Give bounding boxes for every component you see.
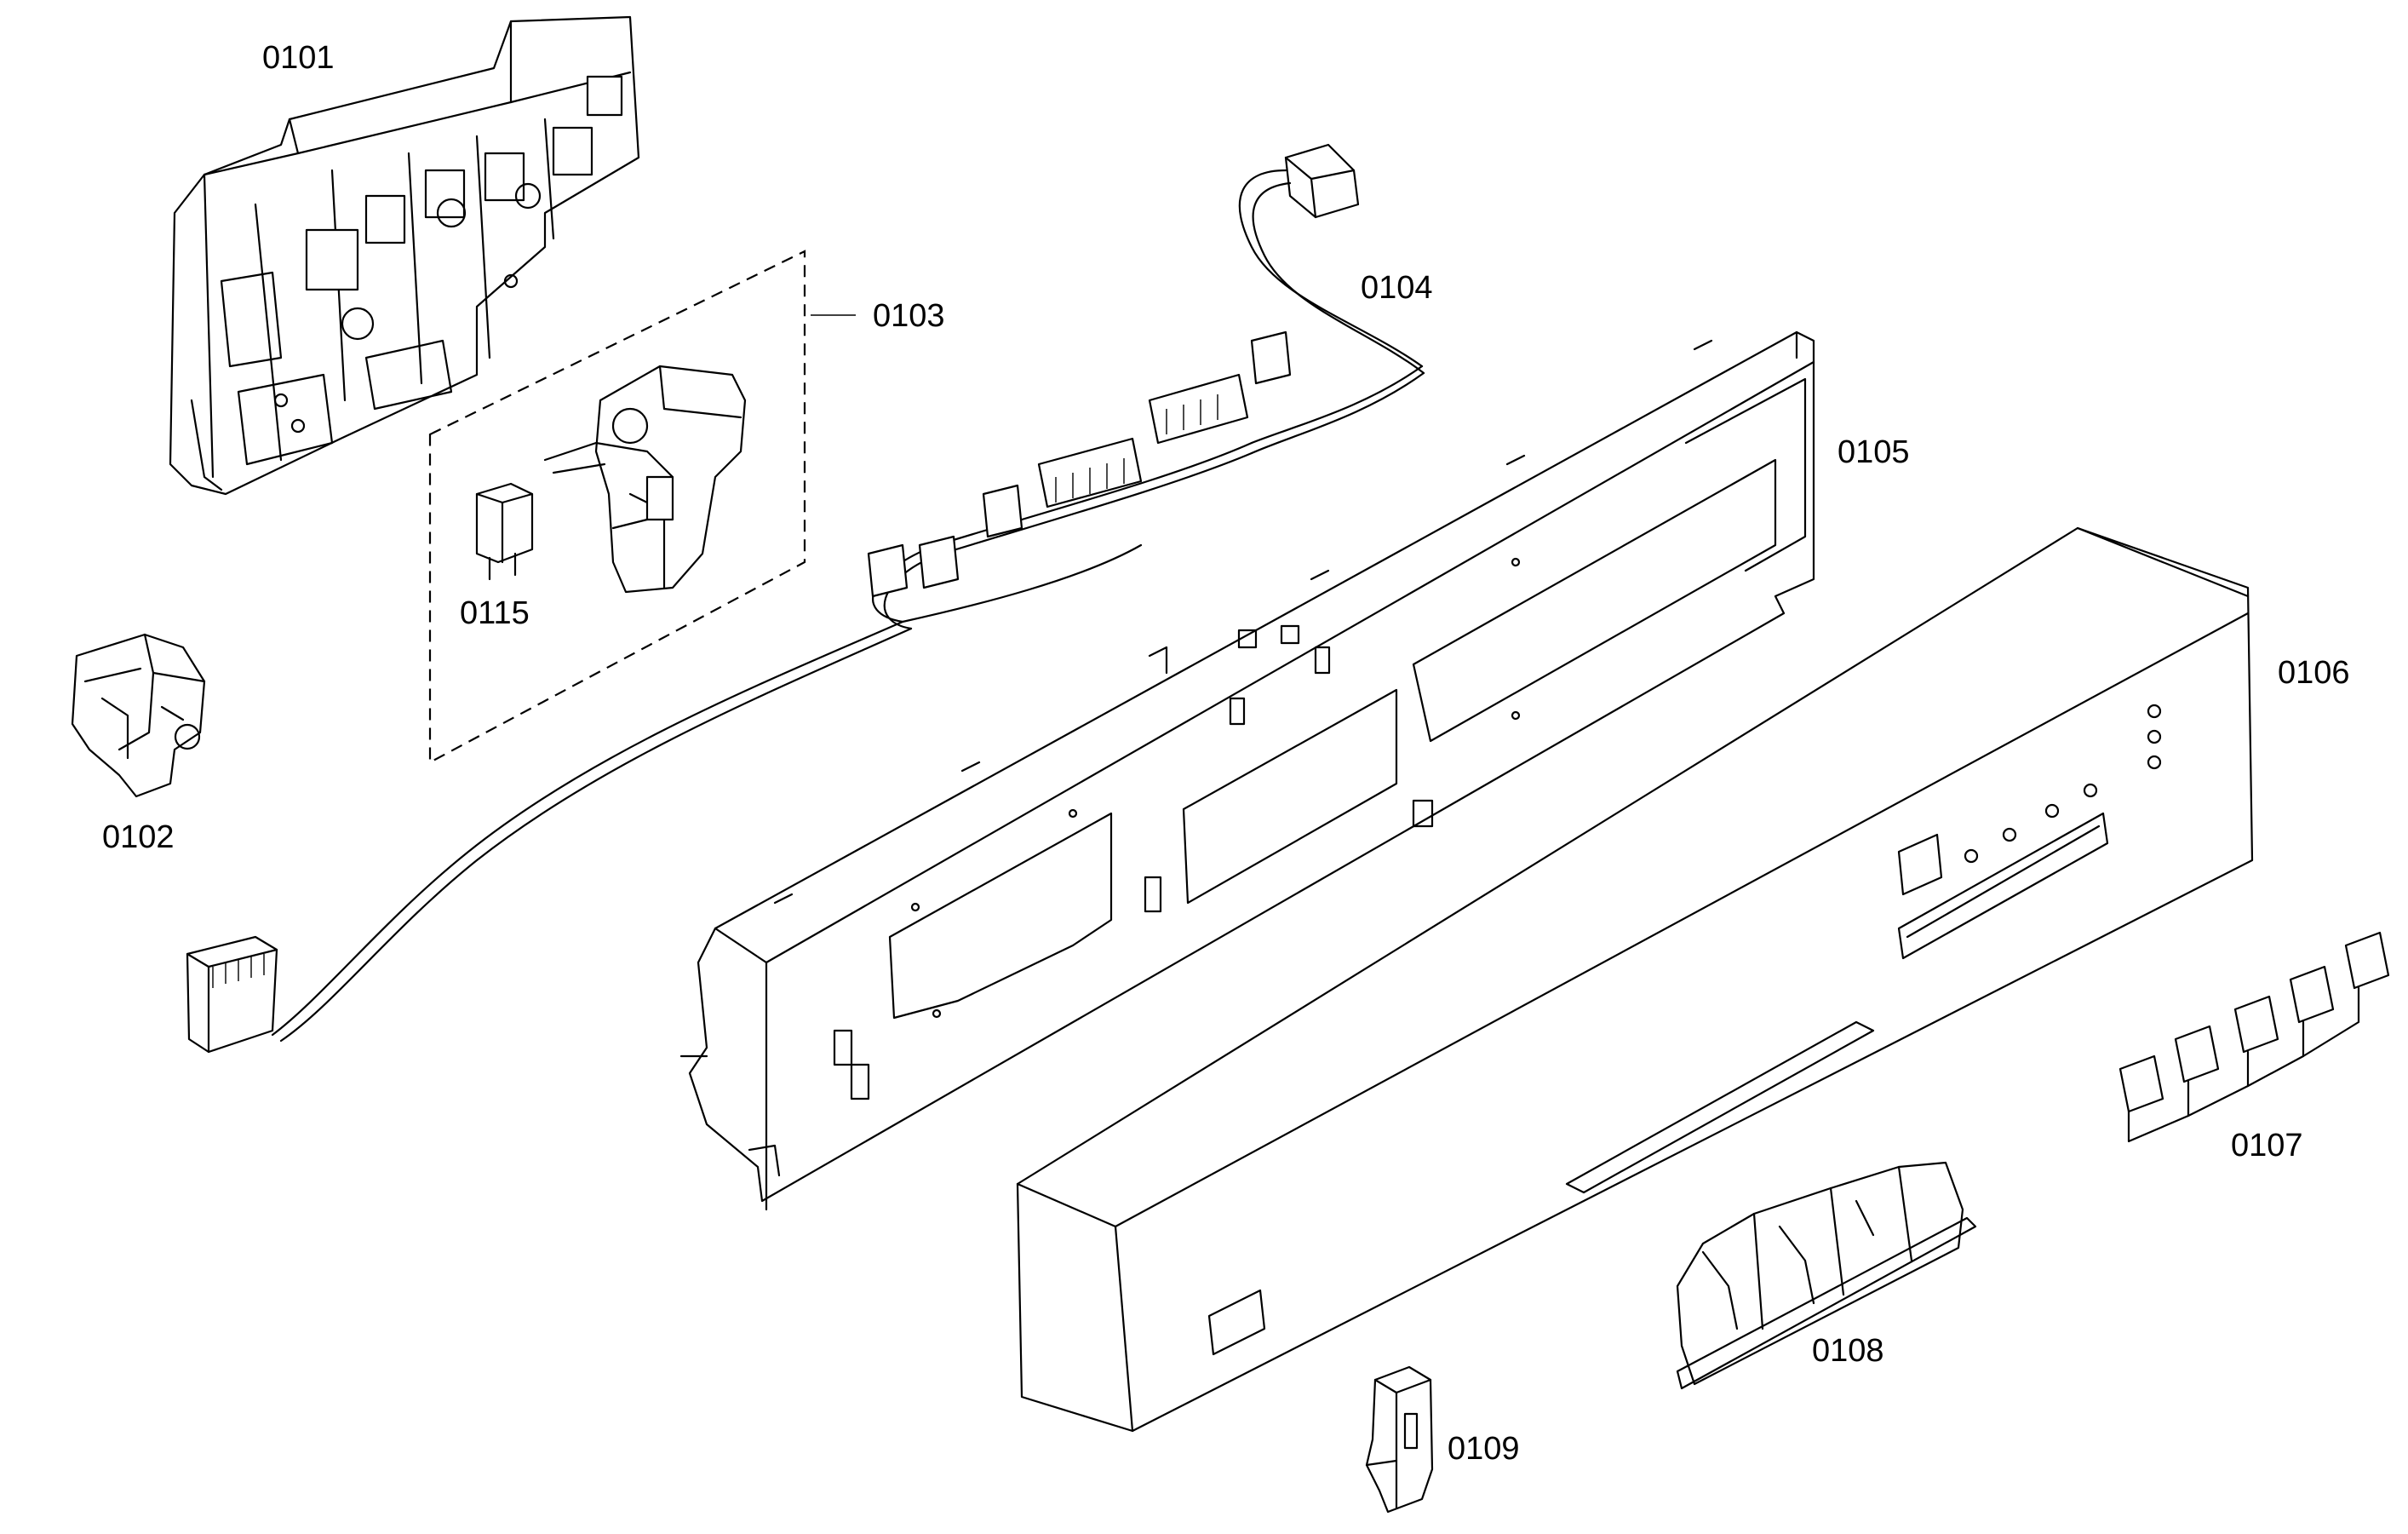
label-0107: 0107 bbox=[2231, 1128, 2303, 1163]
latch-bracket-part bbox=[1365, 1365, 1434, 1514]
label-0103: 0103 bbox=[873, 298, 945, 334]
label-0106: 0106 bbox=[2278, 655, 2350, 691]
label-0109: 0109 bbox=[1448, 1431, 1520, 1467]
control-module-part bbox=[169, 15, 640, 496]
interference-suppressor-part bbox=[475, 482, 534, 581]
label-0101: 0101 bbox=[262, 40, 335, 76]
switch-assembly-part bbox=[71, 633, 206, 798]
label-0115: 0115 bbox=[460, 595, 530, 631]
front-fascia-panel-part bbox=[1016, 526, 2254, 1433]
door-lock-mechanism bbox=[543, 365, 747, 594]
label-0104: 0104 bbox=[1361, 270, 1433, 306]
control-panel-frame-part bbox=[679, 330, 1815, 1211]
label-0105: 0105 bbox=[1838, 434, 1910, 470]
push-button-set-part bbox=[2118, 931, 2390, 1143]
label-0108: 0108 bbox=[1812, 1333, 1884, 1369]
label-0102: 0102 bbox=[102, 819, 175, 855]
door-handle-part bbox=[1676, 1161, 1977, 1390]
harness-connectors bbox=[867, 330, 1292, 598]
wire-harness-part bbox=[186, 143, 1425, 1054]
door-lock-group-outline bbox=[428, 250, 856, 764]
